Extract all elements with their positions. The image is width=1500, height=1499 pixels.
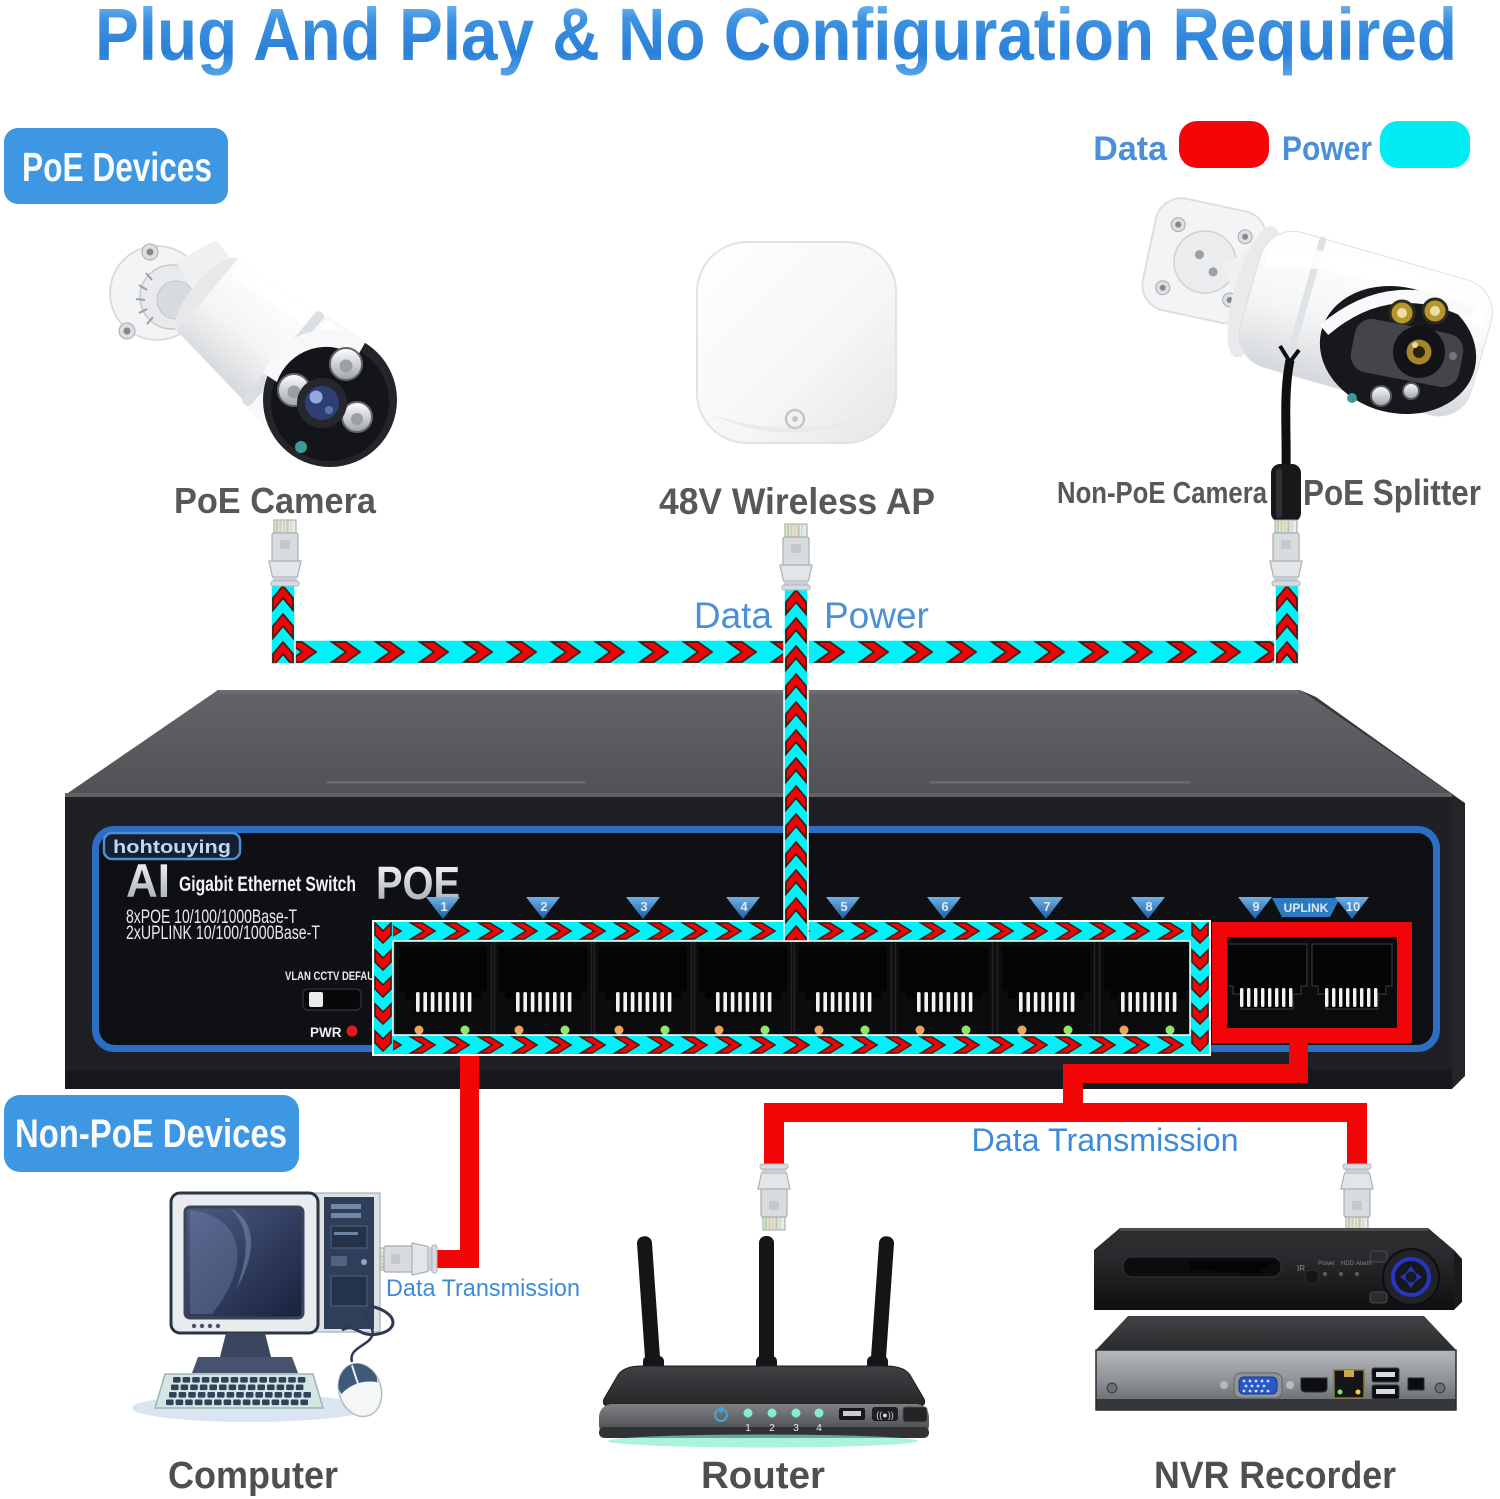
svg-text:2xUPLINK 10/100/1000Base-T: 2xUPLINK 10/100/1000Base-T bbox=[126, 923, 320, 944]
svg-text:VLAN CCTV DEFAULT: VLAN CCTV DEFAULT bbox=[285, 969, 386, 983]
svg-text:1: 1 bbox=[440, 899, 447, 914]
svg-text:48V Wireless AP: 48V Wireless AP bbox=[659, 481, 935, 522]
svg-text:UPLINK: UPLINK bbox=[1284, 901, 1329, 915]
svg-text:Power: Power bbox=[1282, 130, 1372, 168]
svg-text:Gigabit Ethernet Switch: Gigabit Ethernet Switch bbox=[179, 873, 356, 896]
svg-text:4: 4 bbox=[740, 899, 748, 914]
svg-text:2: 2 bbox=[540, 899, 547, 914]
svg-text:Power: Power bbox=[1318, 1261, 1335, 1267]
svg-text:Data Transmission: Data Transmission bbox=[386, 1275, 580, 1302]
svg-text:8: 8 bbox=[1145, 899, 1152, 914]
svg-text:6: 6 bbox=[941, 899, 948, 914]
svg-text:AI: AI bbox=[126, 854, 170, 907]
svg-text:PoE Camera: PoE Camera bbox=[174, 480, 377, 521]
svg-text:Non-PoE Camera: Non-PoE Camera bbox=[1057, 475, 1268, 510]
svg-text:hohtouying: hohtouying bbox=[113, 836, 231, 857]
svg-text:4: 4 bbox=[816, 1423, 822, 1434]
svg-text:NVR Recorder: NVR Recorder bbox=[1154, 1455, 1396, 1497]
svg-text:Alarm: Alarm bbox=[1356, 1261, 1372, 1267]
svg-text:Computer: Computer bbox=[168, 1455, 338, 1497]
svg-text:7: 7 bbox=[1043, 899, 1050, 914]
svg-text:9: 9 bbox=[1252, 899, 1259, 914]
svg-text:IR: IR bbox=[1297, 1264, 1305, 1273]
svg-text:3: 3 bbox=[640, 899, 647, 914]
svg-text:((●)): ((●)) bbox=[876, 1410, 893, 1420]
svg-text:Plug And Play & No Configurati: Plug And Play & No Configuration Require… bbox=[95, 0, 1457, 76]
svg-text:2: 2 bbox=[769, 1423, 775, 1434]
svg-text:HDD: HDD bbox=[1341, 1261, 1355, 1267]
svg-text:8xPOE 10/100/1000Base-T: 8xPOE 10/100/1000Base-T bbox=[126, 907, 297, 928]
svg-text:Data: Data bbox=[694, 595, 773, 636]
svg-text:PWR: PWR bbox=[310, 1025, 342, 1040]
svg-text:Non-PoE Devices: Non-PoE Devices bbox=[15, 1112, 287, 1156]
svg-text:Data: Data bbox=[1093, 130, 1168, 168]
svg-text:10: 10 bbox=[1346, 899, 1360, 914]
svg-text:PoE Splitter: PoE Splitter bbox=[1303, 472, 1481, 513]
svg-text:Data Transmission: Data Transmission bbox=[972, 1122, 1239, 1158]
svg-text:1: 1 bbox=[745, 1423, 751, 1434]
svg-text:3: 3 bbox=[793, 1423, 799, 1434]
svg-text:Router: Router bbox=[701, 1455, 825, 1497]
svg-text:5: 5 bbox=[840, 899, 847, 914]
svg-text:PoE Devices: PoE Devices bbox=[22, 144, 212, 190]
svg-text:Power: Power bbox=[824, 595, 929, 636]
